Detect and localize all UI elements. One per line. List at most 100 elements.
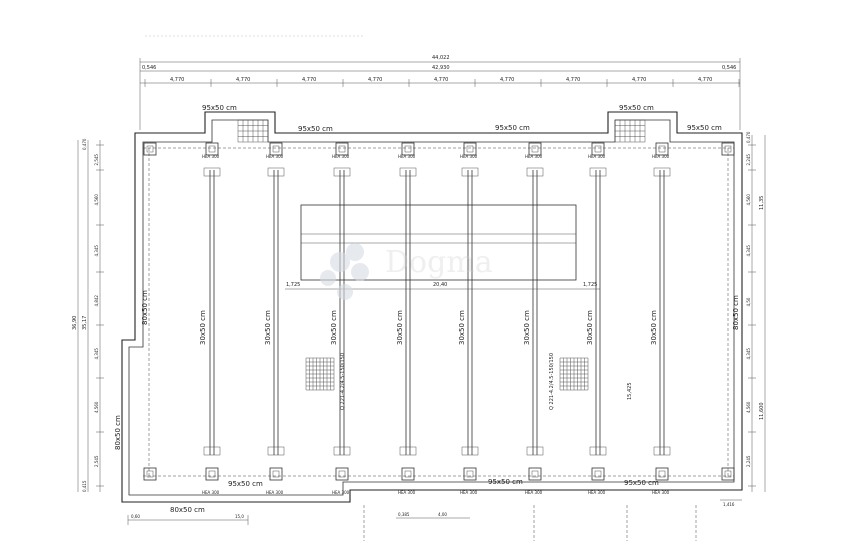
hea-label: HEA 300 <box>332 154 350 159</box>
bottom-dim-e: 1,416 <box>723 502 735 507</box>
hea-label: HEA 300 <box>332 490 350 495</box>
rebar-labels: Q 221-4.2/4.5-150/150 Q 221-4.2/4.5-150/… <box>340 353 633 410</box>
bay-dimension-label: 4,770 <box>434 77 448 83</box>
left-segment-label: 4,842 <box>94 295 99 307</box>
bottom-dimension-chain: 0,60 15,0 0,385 4,00 1,416 <box>127 499 742 541</box>
center-dim-left: 1,725 <box>286 282 300 288</box>
right-edge-label: 80x50 cm <box>732 295 740 330</box>
bottom-dim-a: 0,60 <box>131 514 140 519</box>
column-top <box>205 142 219 156</box>
bay-dimension-label: 4,770 <box>170 77 184 83</box>
column-core <box>208 470 216 478</box>
column-pad <box>267 167 285 177</box>
column-pad <box>333 167 351 177</box>
column-pad <box>399 167 417 177</box>
bay-dimension-label: 4,770 <box>302 77 316 83</box>
column-pad <box>203 446 221 456</box>
right-segment-label: 4,560 <box>746 194 751 206</box>
right-segment-label: 4,560 <box>746 401 751 413</box>
column-top <box>269 142 283 156</box>
right-segment-label: 2,245 <box>746 154 751 166</box>
bottom-beam-label: 95x50 cm <box>488 478 523 486</box>
column-beam-label: 30x50 cm <box>330 310 338 345</box>
bay-dimension-label: 4,770 <box>632 77 646 83</box>
right-segment-label: 4,50 <box>746 297 751 306</box>
hea-label: HEA 300 <box>652 154 670 159</box>
left-overall-a: 36,90 <box>72 316 78 330</box>
right-overall-label: 11,35 <box>759 196 765 210</box>
column-beam-label: 30x50 cm <box>458 310 466 345</box>
column-pad <box>461 446 479 456</box>
column-core <box>146 145 154 153</box>
reinforcement-mesh <box>305 357 589 391</box>
top-left-box-label: 95x50 cm <box>202 104 237 112</box>
column-core <box>724 470 732 478</box>
left-overall-b: 35,17 <box>82 316 88 330</box>
column-core <box>466 470 474 478</box>
column-top <box>655 142 669 156</box>
column-core <box>338 145 346 153</box>
hea-label: HEA 300 <box>266 490 284 495</box>
hea-label: HEA 300 <box>652 490 670 495</box>
hea-label: HEA 300 <box>398 154 416 159</box>
hea-label: HEA 300 <box>202 154 220 159</box>
column-pad <box>526 167 544 177</box>
bottom-dim-c: 0,385 <box>398 512 410 517</box>
rebar-right-label: Q 221-4.2/4.5-150/150 <box>549 353 555 410</box>
center-dim-right: 1,725 <box>583 282 597 288</box>
column-core <box>658 145 666 153</box>
column-pad <box>526 446 544 456</box>
column-bottom <box>721 467 735 481</box>
left-segment-label: 4,345 <box>94 245 99 257</box>
top-beam-label: 95x50 cm <box>298 125 333 133</box>
column-bottom <box>655 467 669 481</box>
watermark-text: Dogma <box>385 245 493 280</box>
column-beam-label: 30x50 cm <box>396 310 404 345</box>
column-top <box>335 142 349 156</box>
hea-label: HEA 300 <box>588 154 606 159</box>
column-core <box>404 470 412 478</box>
column-core <box>594 145 602 153</box>
column-core <box>531 470 539 478</box>
left-segment-label: 4,345 <box>94 348 99 360</box>
column-core <box>338 470 346 478</box>
column-beam-label: 30x50 cm <box>523 310 531 345</box>
column-bottom <box>335 467 349 481</box>
column-top <box>528 142 542 156</box>
left-inner-label: 80x50 cm <box>141 290 149 325</box>
bottom-left-label: 80x50 cm <box>170 506 205 514</box>
left-bottom-offset: 0,415 <box>82 480 87 492</box>
center-dim-middle: 20,40 <box>433 282 447 288</box>
column-bottom <box>528 467 542 481</box>
hea-label: HEA 300 <box>266 154 284 159</box>
hea-label: HEA 300 <box>460 154 478 159</box>
column-pad <box>267 446 285 456</box>
column-pad <box>653 167 671 177</box>
column-core <box>724 145 732 153</box>
column-top <box>401 142 415 156</box>
bay-dimension-label: 4,770 <box>698 77 712 83</box>
left-segment-label: 2,545 <box>94 154 99 166</box>
column-top <box>721 142 735 156</box>
column-pad <box>333 446 351 456</box>
building-outline <box>121 111 743 503</box>
left-top-offset: 0,470 <box>82 138 87 150</box>
bottom-dim-d: 4,00 <box>438 512 447 517</box>
right-dimension-chain: 11,35 11,600 0,470 2,2454,5604,3454,504,… <box>746 131 766 492</box>
column-bottom <box>143 467 157 481</box>
overall-length-label: 44,022 <box>432 55 450 61</box>
bottom-beam-left-label: 95x50 cm <box>228 480 263 488</box>
watermark: Dogma <box>320 243 493 300</box>
right-overall-b-label: 11,600 <box>759 403 765 421</box>
column-core <box>531 145 539 153</box>
column-pad <box>203 167 221 177</box>
column-core <box>404 145 412 153</box>
column-pad <box>461 167 479 177</box>
hea-label: HEA 300 <box>460 490 478 495</box>
column-bottom <box>463 467 477 481</box>
right-segment-label: 4,345 <box>746 245 751 257</box>
column-beam-label: 30x50 cm <box>650 310 658 345</box>
